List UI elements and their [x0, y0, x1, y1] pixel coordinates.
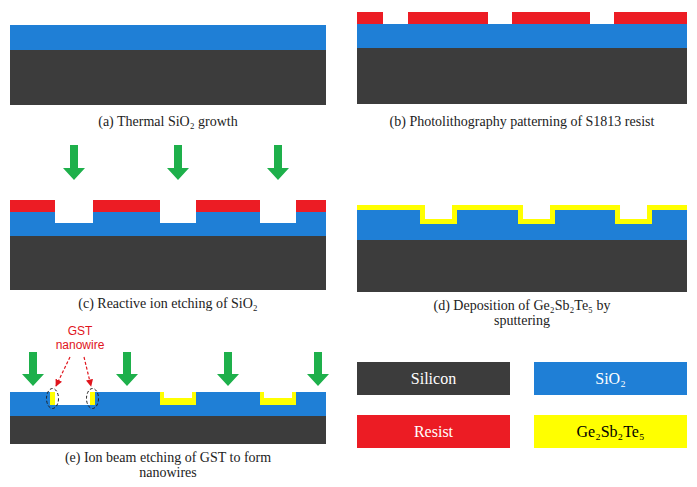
silicon-substrate: [10, 236, 326, 290]
resist-strip: [512, 12, 590, 24]
legend-text: SiO₂: [595, 370, 625, 388]
step-caption: (e) Ion beam etching of GST to form nano…: [65, 450, 271, 480]
step-caption-box: (a) Thermal SiO₂ growth: [13, 114, 323, 129]
wafer-b: [357, 12, 687, 104]
step-caption-box: (b) Photolithography patterning of S1813…: [357, 114, 687, 129]
silicon-substrate: [10, 50, 326, 105]
resist-strip: [296, 200, 326, 212]
silicon-substrate: [357, 48, 687, 104]
resist-strip: [196, 200, 260, 212]
etch-arrow: [63, 145, 85, 180]
resist-strip: [614, 12, 687, 24]
resist-strip: [93, 200, 160, 212]
legend-swatch: Silicon: [357, 362, 510, 395]
legend-swatch: Resist: [357, 415, 510, 448]
leader-line: [84, 357, 91, 386]
wafer-d: [357, 210, 687, 292]
callout-label-box: GST nanowire: [51, 324, 109, 352]
step-caption-box: (e) Ion beam etching of GST to form nano…: [46, 450, 291, 480]
gst-nanowire: [90, 392, 95, 405]
legend-text: Ge₂Sb₂Te₅: [576, 423, 644, 441]
silicon-substrate: [357, 240, 687, 292]
legend-text: Silicon: [411, 370, 456, 388]
step-caption: (c) Reactive ion etching of SiO₂: [78, 296, 257, 311]
gst-residue: [192, 392, 196, 405]
nanowire-highlight: [87, 389, 99, 409]
gst-residue: [260, 392, 264, 405]
step-caption: (a) Thermal SiO₂ growth: [98, 114, 238, 129]
wafer-c: [10, 145, 326, 290]
oxide-layer: [10, 25, 326, 50]
legend-swatch: Ge₂Sb₂Te₅: [534, 415, 687, 448]
etched-oxide: [10, 212, 326, 236]
etch-arrow: [307, 352, 329, 386]
gst-residue: [160, 398, 196, 405]
leader-line: [56, 357, 70, 386]
step-caption-box: (d) Deposition of Ge₂Sb₂Te₅ by sputterin…: [415, 298, 630, 328]
gst-nanowire: [50, 392, 55, 405]
etch-arrow: [116, 352, 138, 386]
wafer-a: [10, 25, 326, 105]
step-caption: (d) Deposition of Ge₂Sb₂Te₅ by sputterin…: [434, 298, 611, 328]
etch-arrow: [22, 352, 44, 386]
legend-text: Resist: [414, 423, 453, 441]
etched-oxide: [357, 210, 687, 240]
etch-arrow: [167, 145, 189, 180]
wafer-e: [10, 352, 329, 444]
resist-strip: [357, 12, 383, 24]
legend-swatch: SiO₂: [534, 362, 687, 395]
resist-strip: [10, 200, 55, 212]
silicon-substrate: [10, 416, 326, 444]
step-caption-box: (c) Reactive ion etching of SiO₂: [13, 296, 323, 311]
nanowire-highlight: [47, 389, 59, 409]
gst-residue: [260, 398, 296, 405]
callout-label: GST nanowire: [56, 324, 105, 352]
step-caption: (b) Photolithography patterning of S1813…: [390, 114, 655, 129]
gst-residue: [292, 392, 296, 405]
resist-strip: [408, 12, 488, 24]
gst-residue: [160, 392, 164, 405]
oxide-layer: [357, 24, 687, 48]
etch-arrow: [267, 145, 289, 180]
etch-arrow: [217, 352, 239, 386]
